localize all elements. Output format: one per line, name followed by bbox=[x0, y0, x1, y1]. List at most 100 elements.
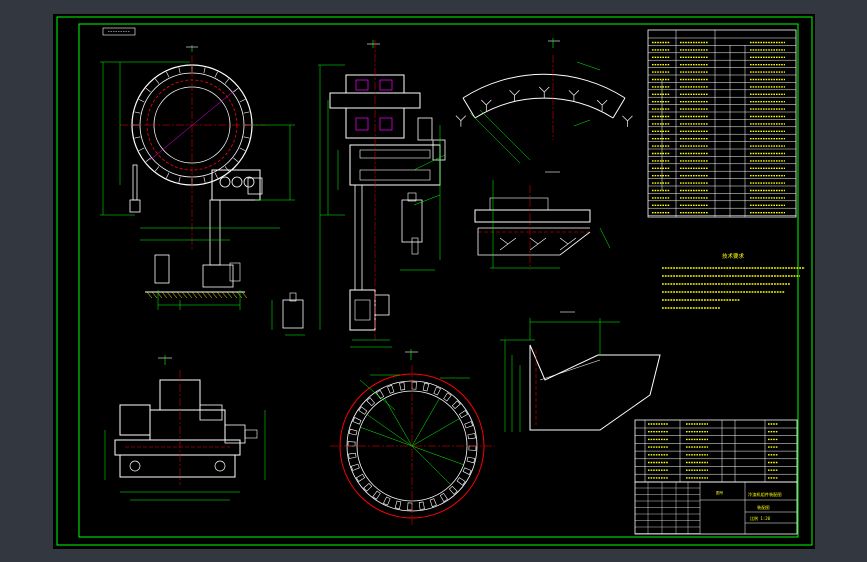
ring-slot bbox=[214, 71, 218, 78]
bill-of-materials bbox=[634, 419, 798, 483]
ring-slot bbox=[394, 500, 402, 510]
arc-fin bbox=[568, 90, 580, 102]
sheet-corner-tab bbox=[102, 27, 136, 36]
arc-fin bbox=[509, 90, 520, 102]
view-arc-segment bbox=[455, 38, 633, 164]
ring-slot bbox=[429, 498, 437, 508]
ring-ray bbox=[411, 445, 464, 466]
ring-slot bbox=[154, 78, 160, 84]
ring-slot bbox=[464, 421, 474, 429]
floor-hatch bbox=[176, 291, 183, 299]
ring-slot bbox=[134, 136, 141, 139]
ring-ray bbox=[360, 426, 413, 447]
ring-slot bbox=[233, 157, 239, 163]
floor-hatch bbox=[221, 291, 228, 299]
floor-hatch bbox=[226, 291, 233, 299]
ring-ray bbox=[411, 445, 452, 486]
ring-slot bbox=[203, 176, 206, 183]
parameter-table bbox=[647, 29, 797, 218]
ring-slot bbox=[356, 473, 366, 482]
ring-slot bbox=[466, 456, 476, 464]
ring-slot bbox=[433, 386, 441, 396]
ring-slot bbox=[134, 111, 141, 114]
ring-slot bbox=[145, 157, 151, 163]
ring-ray bbox=[411, 398, 440, 447]
ring-slot bbox=[166, 71, 170, 78]
ring-slot bbox=[348, 452, 357, 459]
ring-slot bbox=[366, 397, 376, 407]
ring-slot bbox=[383, 496, 391, 506]
ring-slot bbox=[468, 445, 477, 451]
ring-slot bbox=[363, 482, 373, 492]
outer-frame bbox=[56, 16, 813, 546]
floor-hatch bbox=[201, 291, 208, 299]
floor-hatch bbox=[206, 291, 213, 299]
title-block-sub-label: 装配图 bbox=[757, 504, 770, 511]
ring-slot bbox=[411, 381, 417, 390]
ring-slot bbox=[203, 67, 206, 74]
cad-drawing: 技术要求 bbox=[56, 16, 813, 546]
view-column-assembly bbox=[271, 40, 446, 348]
ring-slot bbox=[399, 382, 406, 391]
ring-slot bbox=[138, 147, 145, 151]
arc-fin bbox=[455, 115, 467, 127]
floor-hatch bbox=[231, 291, 238, 299]
floor-hatch bbox=[186, 291, 193, 299]
ring-slot bbox=[138, 99, 145, 103]
ring-slot bbox=[358, 406, 368, 415]
ring-slot bbox=[439, 492, 448, 502]
floor-hatch bbox=[196, 291, 203, 299]
ring-slot bbox=[166, 172, 170, 179]
view-ring-assembly bbox=[100, 45, 295, 310]
floor-hatch bbox=[236, 291, 243, 299]
ring-ray bbox=[411, 418, 460, 447]
arc-fin bbox=[481, 99, 492, 111]
view-chute-section bbox=[500, 311, 661, 432]
ring-slot bbox=[376, 390, 385, 400]
ring-slot bbox=[456, 477, 466, 486]
ring-slot bbox=[350, 463, 360, 471]
ring-slot bbox=[178, 67, 181, 74]
title-block-scale: 比例 1:20 bbox=[750, 515, 771, 521]
ring-slot bbox=[448, 485, 458, 495]
ring-slot bbox=[372, 490, 381, 500]
ring-slot bbox=[451, 400, 461, 410]
floor-hatch bbox=[166, 291, 173, 299]
ring-slot bbox=[178, 176, 181, 183]
floor-hatch bbox=[151, 291, 158, 299]
floor-hatch bbox=[146, 291, 153, 299]
ring-slot bbox=[239, 147, 246, 151]
ring-slot bbox=[407, 502, 413, 511]
ring-slot bbox=[243, 111, 250, 114]
arc-fin bbox=[596, 99, 608, 112]
ring-slot bbox=[214, 172, 218, 179]
floor-hatch bbox=[216, 291, 223, 299]
ring-slot bbox=[467, 433, 476, 440]
drawing-sheet: 技术要求 bbox=[53, 14, 815, 549]
floor-hatch bbox=[211, 291, 218, 299]
view-gearbox bbox=[104, 355, 266, 501]
floor-hatch bbox=[241, 291, 248, 299]
tech-requirements: 技术要求 bbox=[662, 252, 805, 309]
ring-slot bbox=[239, 99, 246, 103]
ring-slot bbox=[243, 136, 250, 139]
ring-ray bbox=[384, 398, 413, 447]
inner-frame bbox=[78, 23, 799, 538]
ring-slot bbox=[462, 467, 472, 475]
view-bottom-ring bbox=[330, 349, 495, 525]
ring-slot bbox=[418, 501, 425, 510]
ring-slot bbox=[458, 410, 468, 419]
ring-ray bbox=[366, 414, 413, 447]
title-block: 冷渣机组件装配图 装配图 比例 1:20 图号 bbox=[634, 481, 798, 535]
ring-slot bbox=[352, 417, 362, 425]
ring-slot bbox=[387, 384, 395, 394]
tech-requirements-heading: 技术要求 bbox=[722, 252, 745, 260]
floor-hatch bbox=[181, 291, 188, 299]
ring-slot bbox=[348, 428, 358, 436]
ring-slot bbox=[154, 166, 160, 172]
ring-slot bbox=[233, 87, 239, 93]
arc-fin bbox=[538, 86, 550, 99]
title-block-sheet-code: 图号 bbox=[716, 490, 724, 495]
title-block-main-title: 冷渣机组件装配图 bbox=[748, 491, 782, 498]
